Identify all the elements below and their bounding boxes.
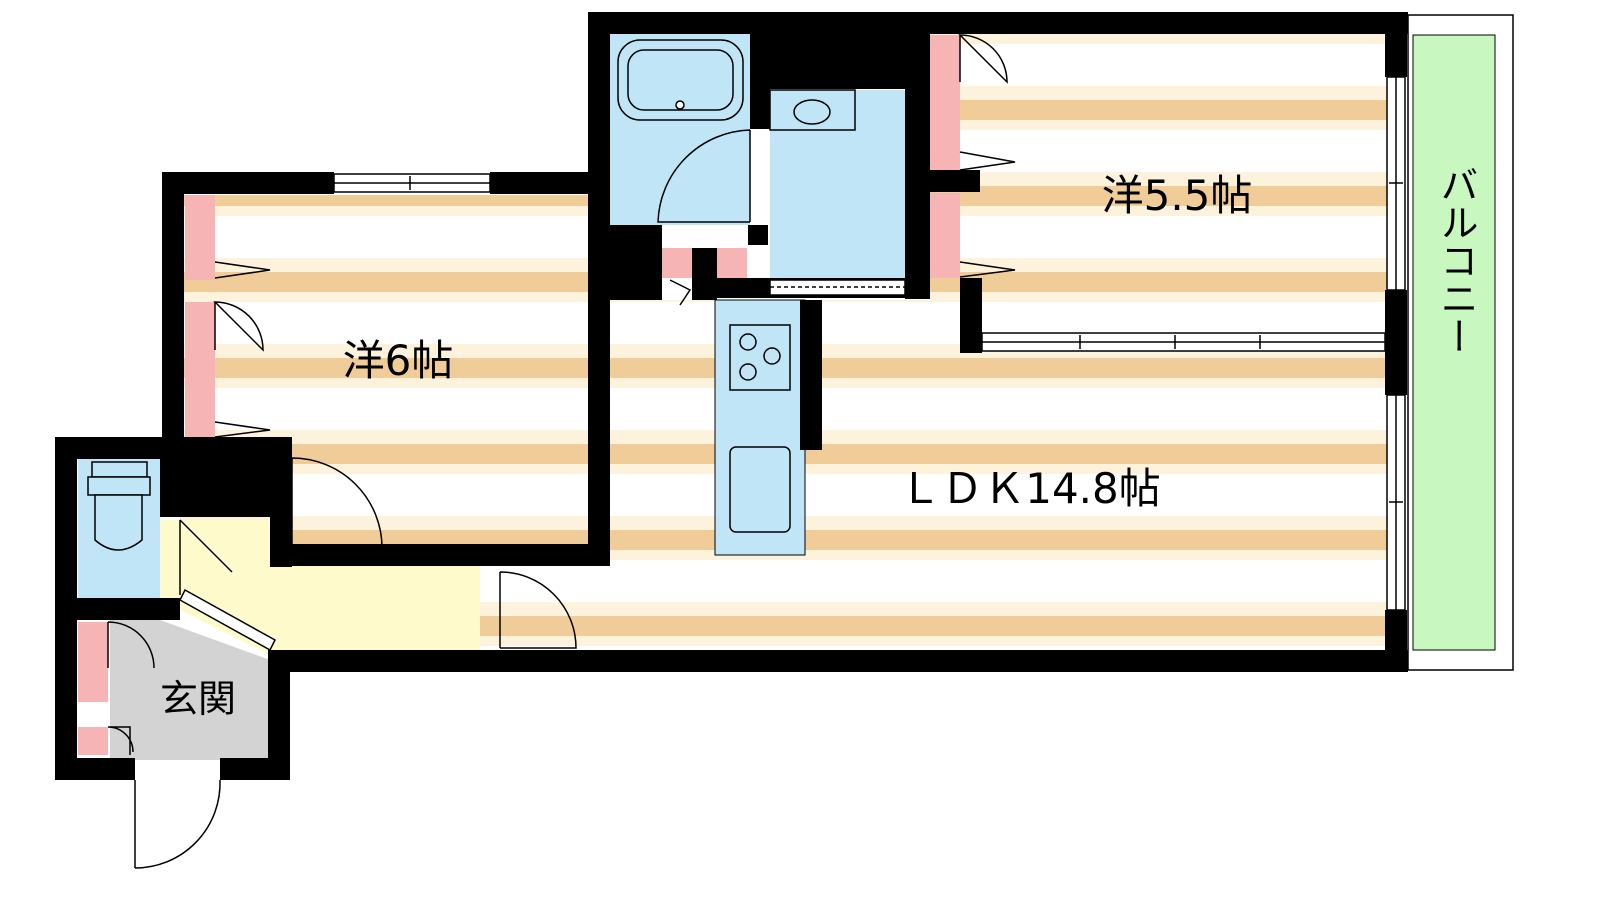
closet [78,727,108,755]
floor-entrance [110,620,270,760]
closet [662,248,692,278]
door [291,457,383,549]
closet [930,193,960,278]
floors [78,14,1514,760]
closet [717,248,747,278]
stove-icon [729,324,791,391]
door [134,779,221,869]
walls [55,12,1408,780]
room-label-western-a: 洋6帖 [343,336,454,385]
sliding-door [769,279,1386,352]
room-label-ldk: ＬＤＫ14.8帖 [899,464,1161,513]
door-swings [107,34,1016,869]
closet [185,195,215,280]
room-label-entrance: 玄関 [160,677,236,721]
kitchen-sink-icon [729,446,791,533]
room-label-balcony: バルコニー [1434,165,1478,355]
closet [185,302,215,437]
floor-western-room-b [930,30,1405,350]
windows [333,76,1406,611]
balcony-floor [1412,34,1496,651]
door [179,519,233,595]
closet [78,622,108,702]
bathtub-icon [617,39,744,121]
washbasin-icon [769,89,856,131]
door [499,571,577,649]
closet [930,35,960,170]
floor-ldk-lower [480,555,605,660]
room-label-western-b: 洋5.5帖 [1102,171,1253,220]
closets [78,35,960,755]
toilet-icon [87,461,151,551]
door [657,129,751,223]
